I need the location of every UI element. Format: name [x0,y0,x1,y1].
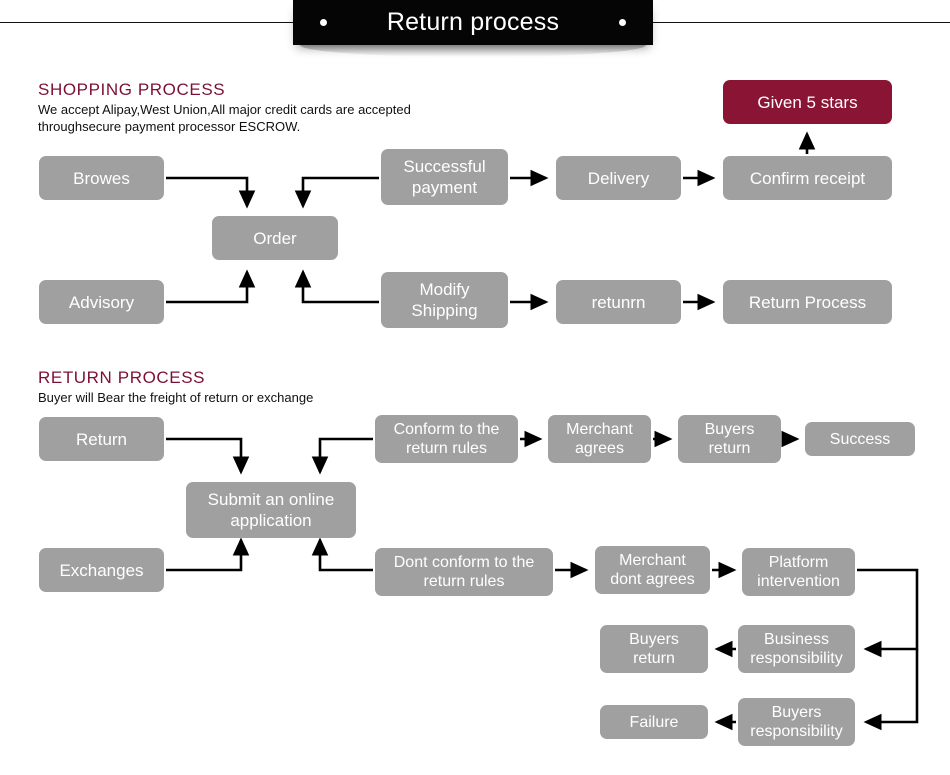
arrow-conform-to-submit [311,437,373,475]
shopping-process-heading: SHOPPING PROCESS [38,80,226,99]
arrow-successful-to-order [294,176,379,209]
shopping-process-description: We accept Alipay,West Union,All major cr… [38,102,411,134]
page-title: Return process [386,8,560,36]
node-advisory: Advisory [39,280,164,324]
node-return-process: Return Process [723,280,892,324]
node-delivery: Delivery [556,156,681,200]
node-success: Success [805,422,915,456]
node-order: Order [212,216,338,260]
return-process-heading: RETURN PROCESS [38,368,206,387]
arrow-dontconform-to-submit [311,537,373,572]
arrow-browes-to-order [166,176,256,209]
node-exchanges: Exchanges [39,548,164,592]
node-return: Return [39,417,164,461]
node-given-5-stars: Given 5 stars [723,80,892,124]
banner-shadow [300,45,646,57]
return-process-description: Buyer will Bear the freight of return or… [38,390,314,405]
arrow-platform-to-branch [857,568,919,658]
arrow-advisory-to-order [166,269,256,304]
arrow-exchanges-to-submit [166,537,250,572]
header-banner: Return process [293,0,653,45]
node-confirm-receipt: Confirm receipt [723,156,892,200]
arrow-return-to-submit [166,437,250,475]
node-failure: Failure [600,705,708,739]
arrow-branch-to-buyersresp [863,649,919,731]
node-retunrn: retunrn [556,280,681,324]
node-browes: Browes [39,156,164,200]
arrow-modify-to-order [294,269,379,304]
banner-dot-right-icon [619,19,626,26]
banner-dot-left-icon [320,19,327,26]
